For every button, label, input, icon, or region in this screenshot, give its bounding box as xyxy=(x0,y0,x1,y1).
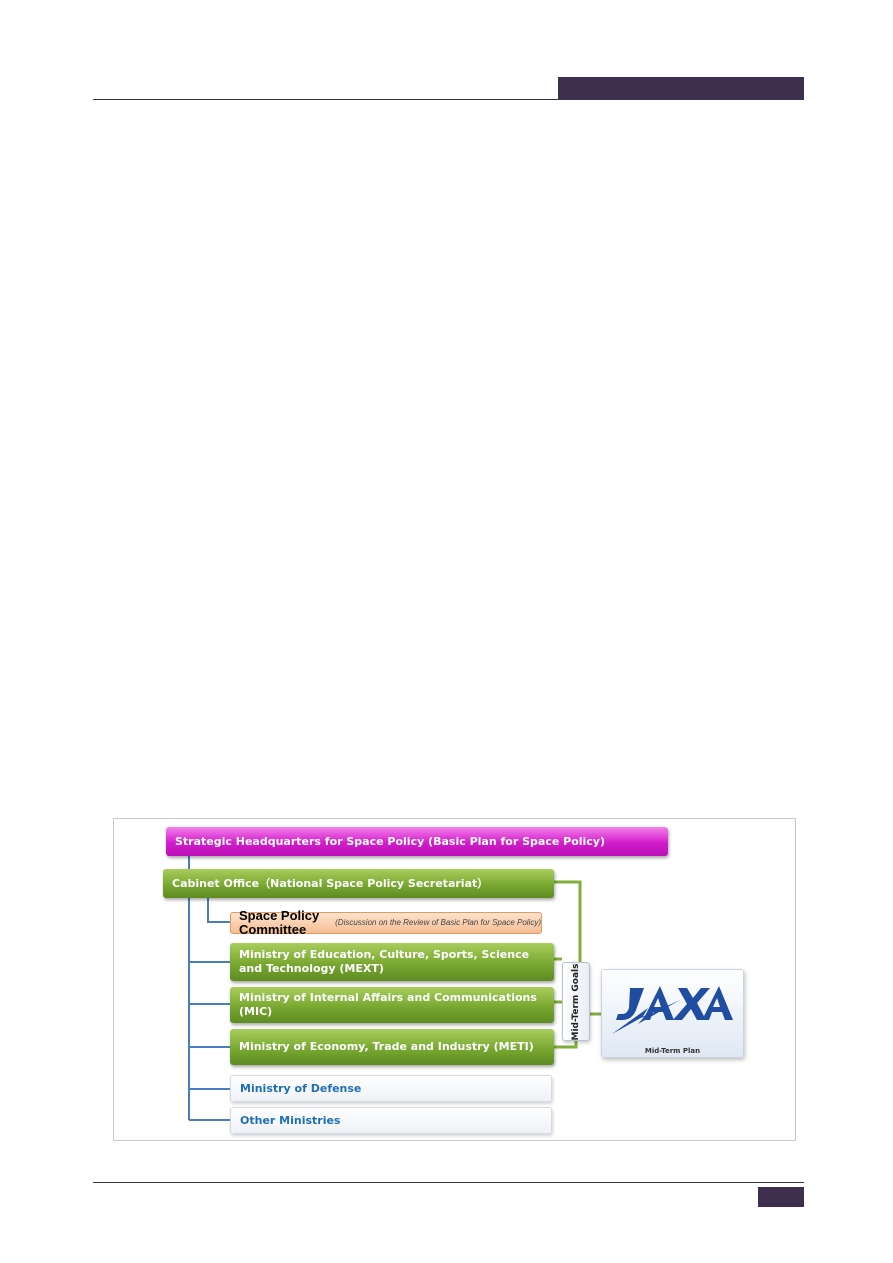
space-policy-committee-box: Space Policy Committee (Discussion on th… xyxy=(230,908,542,937)
footer-page-box xyxy=(758,1187,804,1207)
committee-label: Space Policy Committee xyxy=(239,908,320,937)
jaxa-logo-icon xyxy=(612,986,733,1034)
mext-label: Ministry of Education, Culture, Sports, … xyxy=(239,948,530,975)
jaxa-card: Mid-Term Plan xyxy=(601,969,744,1058)
other-ministries-box: Other Ministries xyxy=(230,1107,552,1134)
other-ministries-label: Other Ministries xyxy=(240,1113,341,1127)
defense-label: Ministry of Defense xyxy=(240,1081,362,1095)
cabinet-office-box: Cabinet Office（National Space Policy Sec… xyxy=(163,869,554,898)
mid-term-plan-label: Mid-Term Plan xyxy=(644,1047,701,1055)
meti-label: Ministry of Economy, Trade and Industry … xyxy=(239,1040,534,1053)
mext-box: Ministry of Education, Culture, Sports, … xyxy=(230,943,554,981)
mid-term-goals-box: Mid-Term Goals xyxy=(562,962,590,1041)
cabinet-goals-line xyxy=(554,880,582,962)
defense-box: Ministry of Defense xyxy=(230,1075,552,1102)
headquarters-label: Strategic Headquarters for Space Policy … xyxy=(175,834,606,848)
cabinet-office-label: Cabinet Office（National Space Policy Sec… xyxy=(172,876,489,890)
meti-box: Ministry of Economy, Trade and Industry … xyxy=(230,1029,554,1065)
header-rule xyxy=(93,99,804,100)
mid-term-goals-label: Mid-Term Goals xyxy=(571,963,581,1040)
mic-label: Ministry of Internal Affairs and Communi… xyxy=(239,991,537,1018)
committee-note: (Discussion on the Review of Basic Plan … xyxy=(335,918,541,927)
header-bar xyxy=(558,77,804,100)
mic-box: Ministry of Internal Affairs and Communi… xyxy=(230,987,554,1023)
organization-diagram: Strategic Headquarters for Space Policy … xyxy=(113,818,796,1141)
meti-goals-line xyxy=(554,1041,578,1049)
headquarters-box: Strategic Headquarters for Space Policy … xyxy=(166,827,668,856)
footer-rule xyxy=(93,1182,804,1183)
